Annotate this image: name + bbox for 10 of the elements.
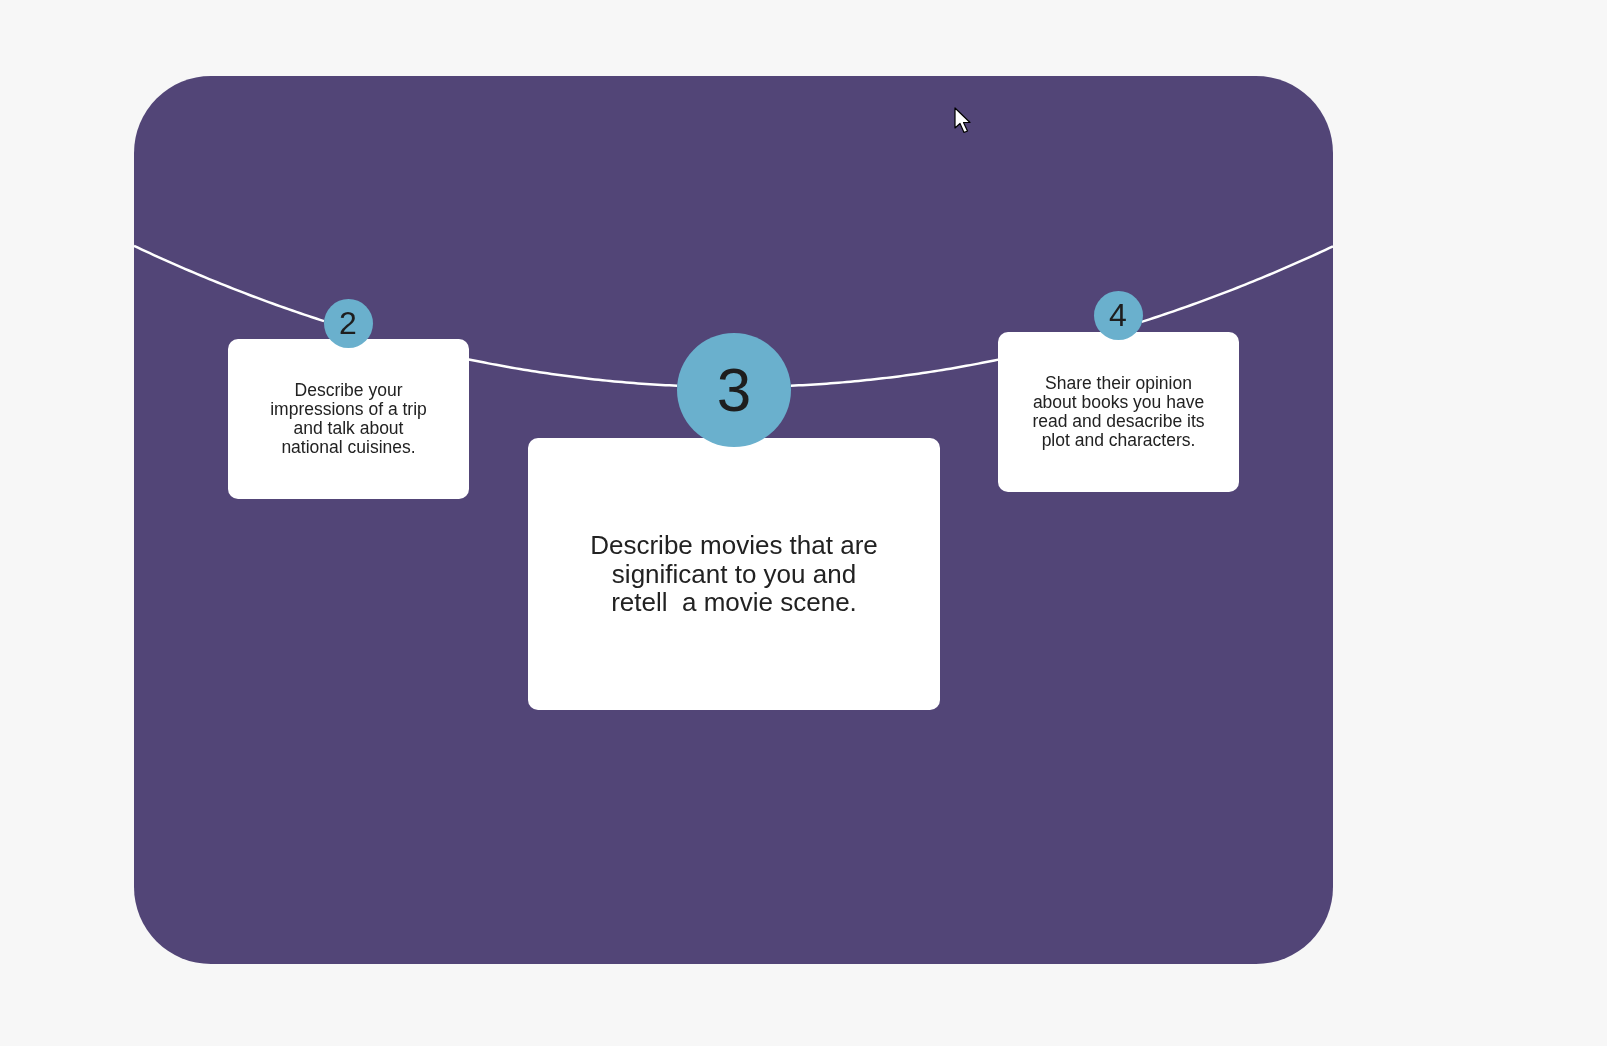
- string-line: [468, 358, 678, 387]
- task-description: Describe movies that are significant to you and retell a movie scene.: [589, 531, 879, 617]
- string-line: [133, 244, 325, 323]
- task-description: Share their opinion about books you have read and desacribe its plot and characters.: [1031, 373, 1206, 451]
- string-line: [1141, 245, 1334, 324]
- task-description: Describe your impressions of a trip and talk about national cuisines.: [269, 380, 428, 458]
- task-card: [228, 339, 469, 499]
- task-card: [998, 332, 1239, 492]
- string-line: [790, 358, 999, 387]
- task-card: [528, 438, 940, 710]
